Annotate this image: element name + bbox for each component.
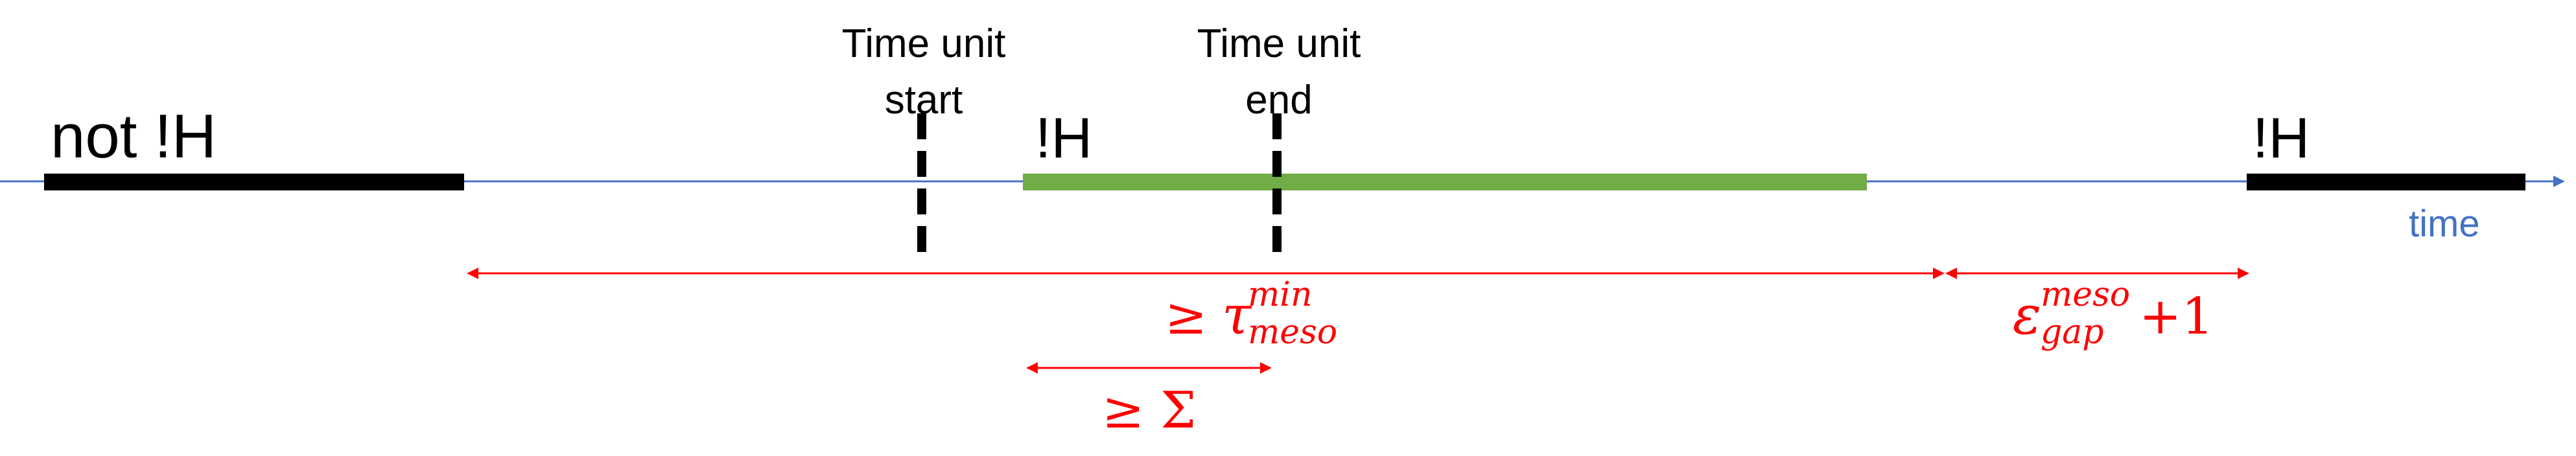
tau-relation: ≥ bbox=[1165, 288, 1207, 346]
time-unit-start-label-line1: Time unit bbox=[842, 21, 1006, 66]
tau-superscript: min bbox=[1248, 275, 1312, 314]
epsilon-suffix: +1 bbox=[2139, 288, 2214, 346]
epsilon-superscript: meso bbox=[2041, 275, 2130, 314]
h-bar-right bbox=[2247, 174, 2525, 190]
epsilon-symbol: ε bbox=[2013, 285, 2041, 347]
epsilon-annotation: ε meso gap +1 bbox=[2013, 275, 2214, 352]
h-label-right: !H bbox=[2253, 106, 2310, 170]
tau-annotation: ≥ τ min meso bbox=[1165, 275, 1337, 352]
time-unit-end-label-line1: Time unit bbox=[1197, 21, 1361, 66]
not-h-label: not !H bbox=[51, 102, 217, 171]
h-bar-middle bbox=[1023, 174, 1867, 190]
time-axis-label: time bbox=[2409, 203, 2480, 245]
sigma-annotation: ≥ Σ bbox=[1102, 382, 1196, 440]
time-unit-start-label-line2: start bbox=[885, 78, 963, 122]
not-h-bar bbox=[44, 174, 464, 190]
tau-subscript: meso bbox=[1248, 313, 1337, 352]
tau-symbol: τ bbox=[1222, 285, 1252, 347]
time-unit-end-label-line2: end bbox=[1245, 78, 1312, 122]
epsilon-subscript: gap bbox=[2041, 313, 2104, 352]
h-label-middle: !H bbox=[1035, 106, 1092, 170]
